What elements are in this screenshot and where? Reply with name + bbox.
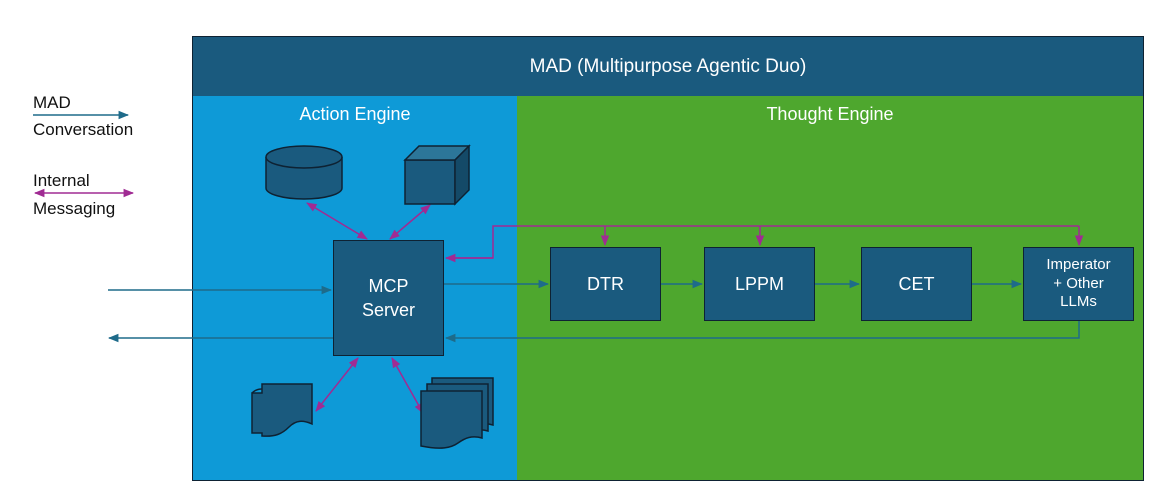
lppm-label: LPPM bbox=[734, 273, 785, 294]
lppm-node: LPPM bbox=[704, 247, 815, 321]
mcp-server-label-line1: MCP bbox=[368, 275, 409, 296]
action-engine-title: Action Engine bbox=[299, 104, 411, 124]
document-icon bbox=[251, 383, 313, 437]
mad-frame bbox=[192, 36, 1144, 481]
legend-messaging-line2: Messaging bbox=[33, 199, 116, 218]
legend-messaging-line1: Internal bbox=[33, 171, 90, 190]
cet-node: CET bbox=[861, 247, 972, 321]
mcp-server-node: MCP Server bbox=[333, 240, 444, 356]
cube-icon bbox=[403, 144, 471, 206]
imperator-label-line2: + Other bbox=[1053, 274, 1104, 292]
imperator-label-line1: Imperator bbox=[1046, 255, 1111, 273]
thought-engine-title: Thought Engine bbox=[766, 104, 894, 124]
mad-title: MAD (Multipurpose Agentic Duo) bbox=[193, 37, 1143, 96]
multi-document-icon bbox=[420, 377, 494, 449]
mcp-database-arrow bbox=[306, 202, 368, 240]
mcp-document-arrow bbox=[315, 357, 359, 412]
mcp-cube-arrow bbox=[389, 204, 431, 240]
mcp-server-label-line2: Server bbox=[361, 300, 415, 320]
cet-label: CET bbox=[898, 273, 935, 294]
imperator-node: Imperator + Other LLMs bbox=[1023, 247, 1134, 321]
imperator-return-arrow bbox=[444, 321, 1080, 343]
conversation-flow bbox=[107, 279, 1080, 343]
imperator-label-line3: LLMs bbox=[1060, 293, 1097, 311]
legend-conversation-line2: Conversation bbox=[33, 120, 134, 139]
dtr-node: DTR bbox=[550, 247, 661, 321]
internal-messaging bbox=[306, 202, 1084, 414]
messaging-bus bbox=[446, 225, 1079, 259]
database-icon bbox=[265, 145, 343, 200]
mcp-multidocument-arrow bbox=[391, 357, 424, 414]
dtr-label: DTR bbox=[587, 273, 624, 294]
legend-conversation-line1: MAD bbox=[33, 93, 71, 112]
